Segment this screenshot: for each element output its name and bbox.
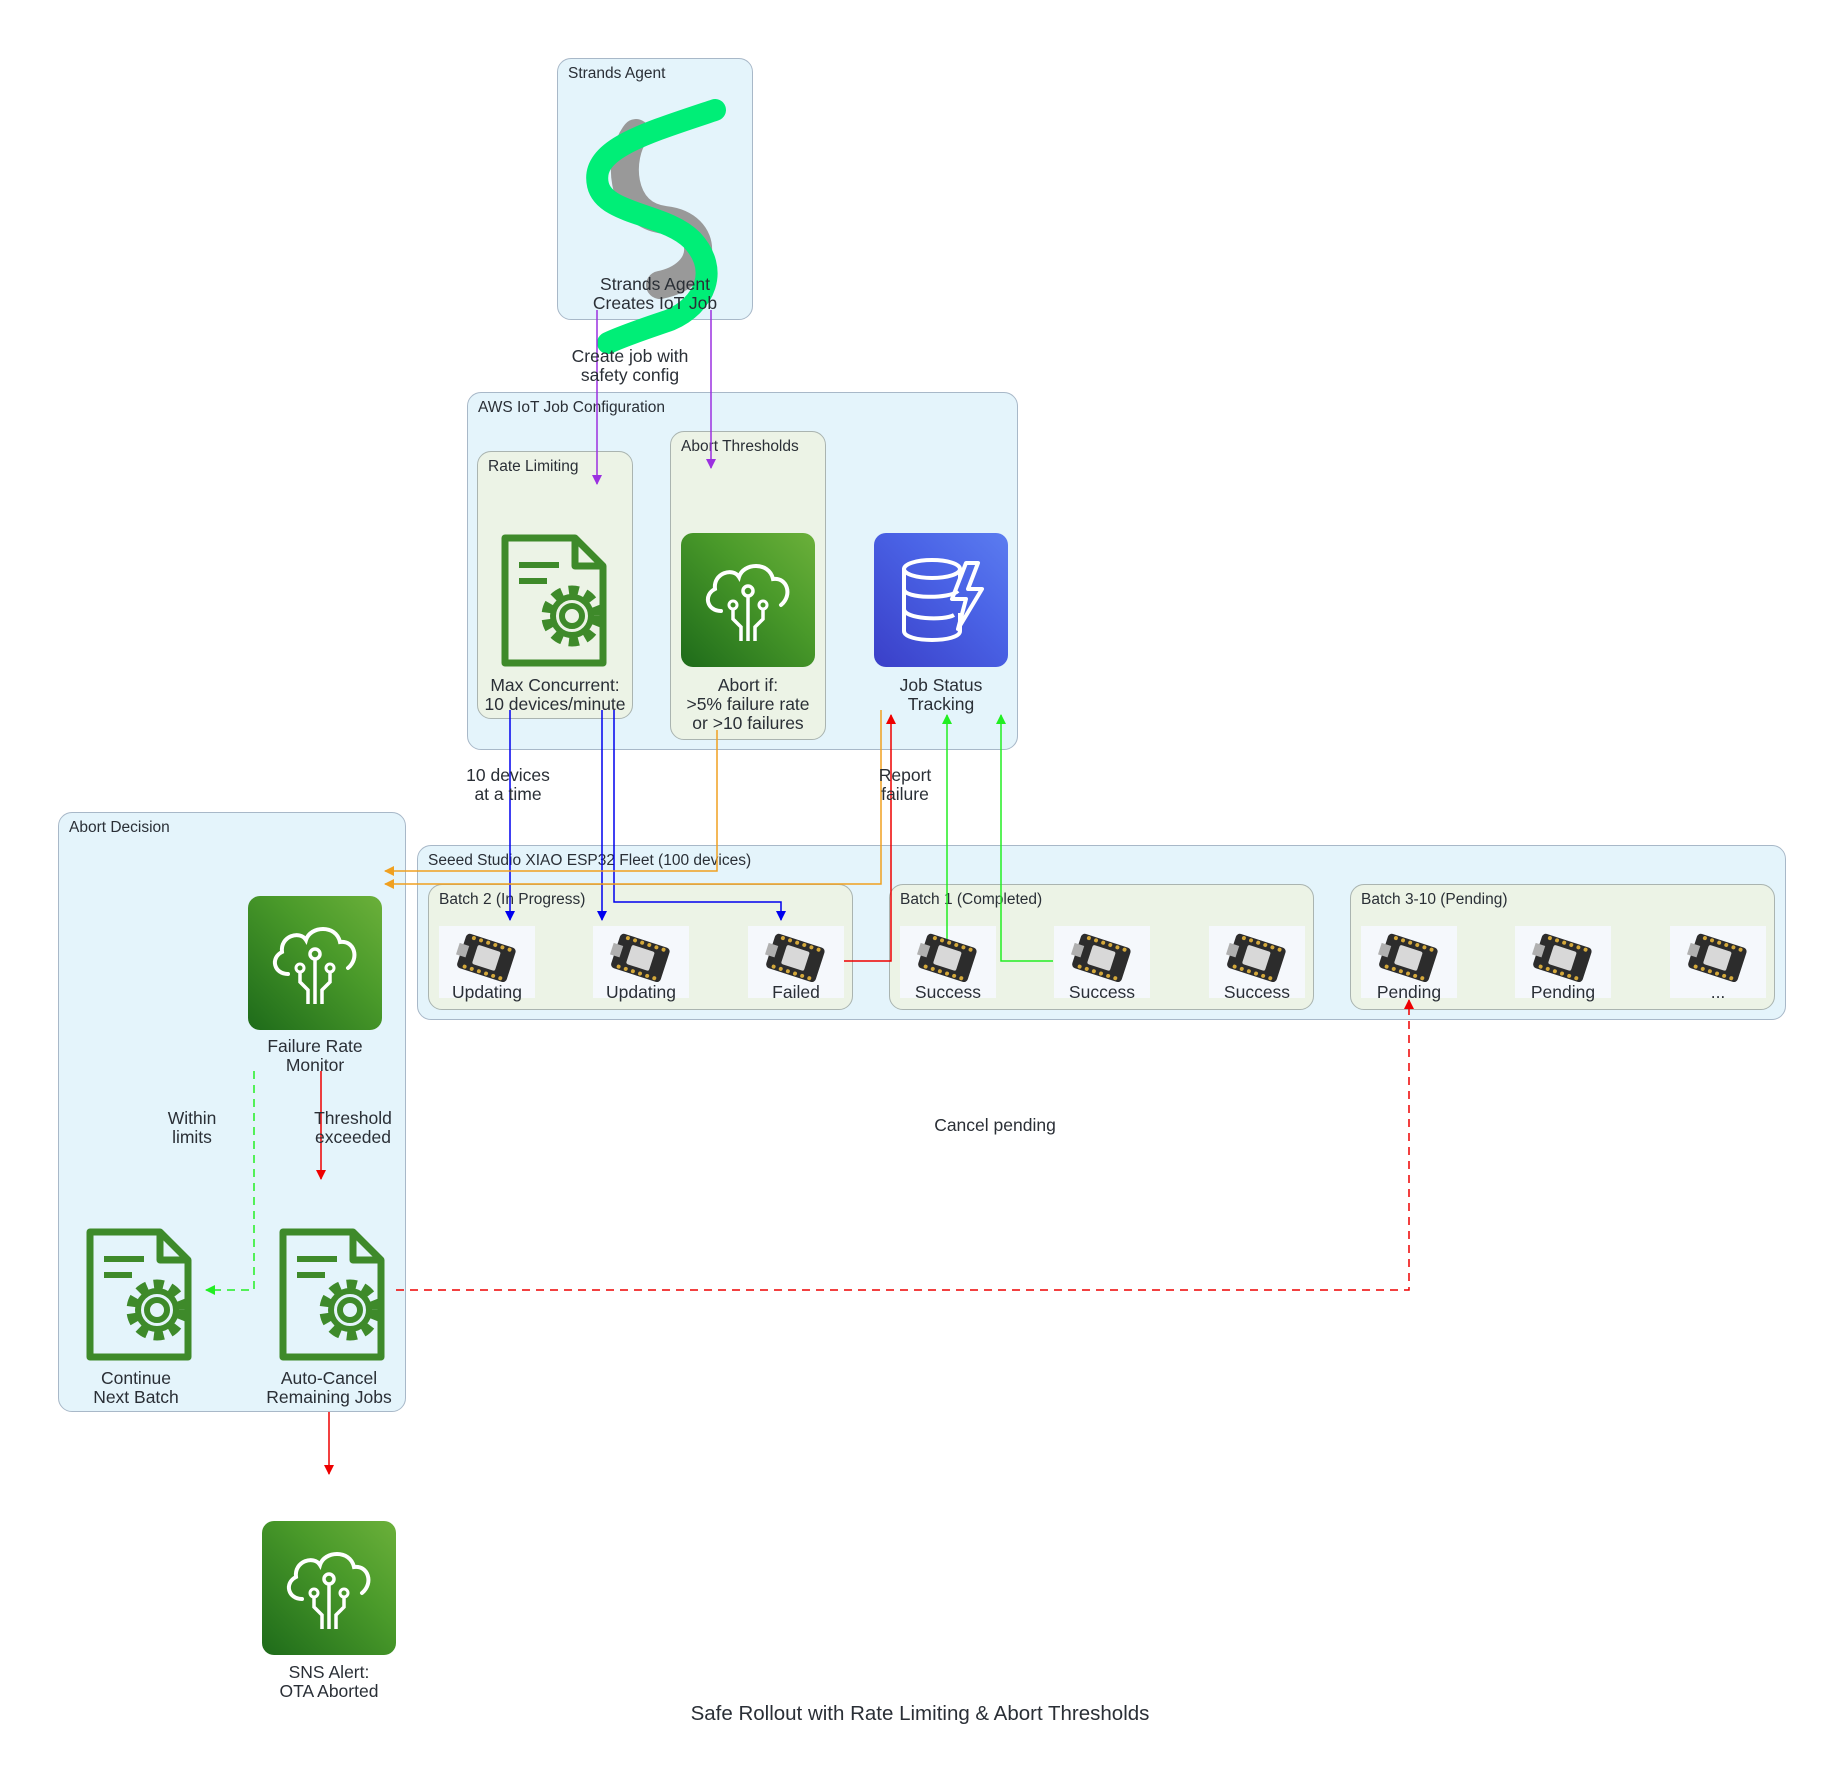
node-job-status-label: Job Status Tracking <box>899 675 983 714</box>
document-gear-icon <box>86 1228 192 1361</box>
device-label: Success <box>1223 982 1291 1002</box>
node-continue-batch-label: Continue Next Batch <box>93 1368 179 1407</box>
cluster-label: Seeed Studio XIAO ESP32 Fleet (100 devic… <box>428 852 752 869</box>
cluster-label: AWS IoT Job Configuration <box>478 399 665 416</box>
cluster-label: Batch 2 (In Progress) <box>439 891 586 908</box>
strands-logo-icon <box>586 99 726 354</box>
cluster-label: Abort Decision <box>69 819 170 836</box>
cluster-label: Strands Agent <box>568 65 666 82</box>
iot-cloud-icon <box>248 896 382 1030</box>
device-label: Pending <box>1530 982 1596 1002</box>
edge-label-cancel-pending: Cancel pending <box>934 1115 1056 1135</box>
document-gear-icon <box>501 534 607 667</box>
edge-label-report-failure: Report failure <box>878 765 932 804</box>
node-sns-alert-label: SNS Alert: OTA Aborted <box>279 1662 379 1701</box>
node-strands-agent-label: Strands Agent Creates IoT Job <box>592 274 718 313</box>
node-auto-cancel-label: Auto-Cancel Remaining Jobs <box>266 1368 392 1407</box>
edge-label-threshold-exceeded: Threshold exceeded <box>314 1108 392 1147</box>
edge-label-ten-devices: 10 devices at a time <box>466 765 550 804</box>
edge-label-within-limits: Within limits <box>167 1108 217 1147</box>
edge-cancel-pending <box>396 999 1414 1291</box>
document-gear-icon <box>279 1228 385 1361</box>
device-label: Updating <box>451 982 523 1002</box>
device-label: ... <box>1710 982 1726 1002</box>
device-label: Success <box>914 982 982 1002</box>
node-max-concurrent-label: Max Concurrent: 10 devices/minute <box>484 675 626 714</box>
node-failure-monitor-label: Failure Rate Monitor <box>267 1036 363 1075</box>
diagram-title: Safe Rollout with Rate Limiting & Abort … <box>690 1702 1150 1725</box>
cluster-label: Batch 3-10 (Pending) <box>1361 891 1508 908</box>
node-abort-if-label: Abort if: >5% failure rate or >10 failur… <box>686 675 810 733</box>
cluster-label: Batch 1 (Completed) <box>900 891 1043 908</box>
iot-cloud-icon <box>262 1521 396 1655</box>
cluster-label: Rate Limiting <box>488 458 579 475</box>
device-label: Pending <box>1376 982 1442 1002</box>
edge-label-create-job: Create job with safety config <box>571 346 689 385</box>
database-lightning-icon <box>874 533 1008 667</box>
iot-cloud-icon <box>681 533 815 667</box>
cluster-label: Abort Thresholds <box>681 438 799 455</box>
device-label: Failed <box>772 982 820 1002</box>
device-label: Updating <box>605 982 677 1002</box>
device-label: Success <box>1068 982 1136 1002</box>
